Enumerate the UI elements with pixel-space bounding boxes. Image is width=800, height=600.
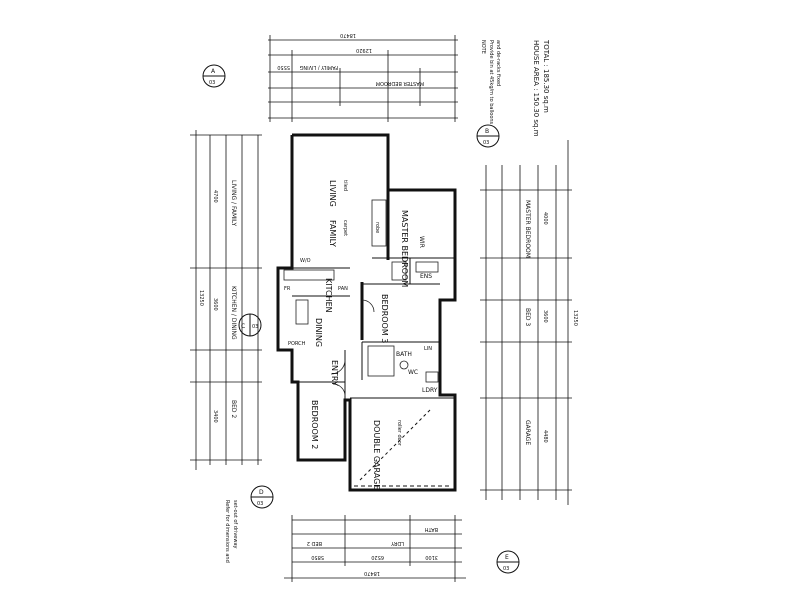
section-marker-d: D 03 [250,485,274,509]
dim-left-b: 3600 [212,298,218,311]
side-note-line-2: set-out of driveway [232,500,238,549]
top-dimensions: 18470 12920 5550 FAMILY / LIVING MASTER … [268,32,458,122]
bath-tub [367,345,395,377]
dim-bottom-total: 18470 [364,570,380,576]
room-bedroom-2: BEDROOM 2 [310,400,319,449]
room-bedroom-3: BEDROOM 3 [380,294,389,343]
room-master-bedroom: MASTER BEDROOM [400,210,409,287]
note-line-2: and de-racks fixed [495,40,501,86]
room-labels: LIVING FAMILY MASTER BEDROOM KITCHEN DIN… [284,180,438,489]
dim-right-total: 13250 [572,310,578,326]
master-robe [371,199,387,247]
house-walls [276,133,457,492]
room-living: LIVING [328,180,337,207]
dim-right-b: 3600 [542,310,548,323]
room-family: FAMILY [328,220,337,247]
dim-left-bed2-label: BED 2 [230,400,237,418]
dim-right-bed3-label: BED 3 [524,308,531,326]
dim-top-family-living: FAMILY / LIVING [299,64,338,70]
house-area: HOUSE AREA : 150.30 sq.m [532,40,540,137]
room-entry: ENTRY [330,360,339,386]
label-pantry: PAN [338,286,348,292]
side-note-line-1: Refer for dimensions and [224,500,230,563]
dim-right-master-label: MASTER BEDROOM [524,200,531,258]
dim-top-main: 12920 [356,47,372,53]
dim-bottom-bed2: BED 2 [307,540,322,546]
room-ensuite: ENS [420,273,432,280]
bottom-dimensions: BED 2 LDRY BATH 5850 6520 3100 18470 [284,515,466,582]
section-marker-a: A 03 [202,64,226,88]
dim-bottom-a: 5850 [311,554,324,560]
door-swing-entry [330,359,346,375]
dim-bottom-ldry: LDRY [390,540,404,546]
note-line-1: Provide bin at 45kg/m to balloons [488,40,494,125]
room-kitchen: KITCHEN [324,278,333,313]
svg-text:C: C [241,323,245,330]
label-garage-door: roller door [396,420,402,447]
section-marker-b: B 03 [476,124,500,148]
note-title: NOTE [480,40,486,54]
dim-top-left: 5550 [277,64,290,70]
dim-left-c: 3400 [212,410,218,423]
wc-pan [399,360,409,370]
room-double-garage: DOUBLE GARAGE [372,420,381,489]
dim-right-a: 4000 [542,212,548,225]
dim-bottom-b: 6520 [371,554,384,560]
label-robe: robe [374,222,380,233]
svg-text:03: 03 [503,566,509,572]
dim-left-kitchen-label: KITCHEN / DINING [230,286,237,340]
dim-top-total: 18470 [340,32,356,38]
dim-right-c: 4480 [542,430,548,443]
dim-left-living-label: LIVING / FAMILY [230,180,237,226]
label-linen: LIN [424,346,432,352]
door-swing-bed2 [332,383,346,397]
svg-text:B: B [485,128,489,135]
dim-top-master: MASTER BEDROOM [376,80,424,86]
room-laundry: LDRY [422,387,438,394]
kitchen-bench [283,269,335,281]
svg-text:A: A [211,68,216,75]
room-wc: WC [408,369,418,376]
kitchen-island [295,299,309,325]
dim-bottom-bath: BATH [424,526,438,532]
svg-text:D: D [259,489,264,496]
label-fridge: FR [284,286,291,292]
svg-text:03: 03 [483,140,489,146]
room-wir: WIR [418,236,425,248]
right-dimensions: MASTER BEDROOM BED 3 GARAGE 4000 3600 44… [480,140,578,505]
dim-left-total: 13250 [198,290,204,306]
ensuite-vanity [415,261,439,273]
label-porch: PORCH [288,341,306,347]
garage-diagonal [359,409,431,481]
area-notes: HOUSE AREA : 150.30 sq.m TOTAL : 185.30 … [480,39,550,137]
svg-text:03: 03 [252,324,258,330]
label-carpet: carpet [342,220,348,236]
section-marker-e: E 03 [496,550,520,574]
laundry-trough [425,371,439,383]
label-floor: tiled [342,180,348,191]
wall-living-family [276,133,457,492]
svg-text:03: 03 [209,80,215,86]
room-bath: BATH [396,351,412,358]
side-note: Refer for dimensions and set-out of driv… [224,500,238,563]
svg-text:E: E [505,554,509,561]
door-swing-bed3 [361,299,375,313]
label-wall-oven: W/O [300,258,311,264]
left-dimensions: LIVING / FAMILY KITCHEN / DINING BED 2 4… [190,130,262,470]
svg-text:03: 03 [257,501,263,507]
section-marker-c: C 03 [238,313,262,337]
room-dining: DINING [314,318,323,347]
dim-bottom-c: 3100 [425,554,438,560]
total-area: TOTAL : 185.30 sq.m [542,39,550,113]
dim-right-garage-label: GARAGE [524,420,531,445]
dim-left-a: 4700 [212,190,218,203]
ensuite-shower [391,261,407,281]
